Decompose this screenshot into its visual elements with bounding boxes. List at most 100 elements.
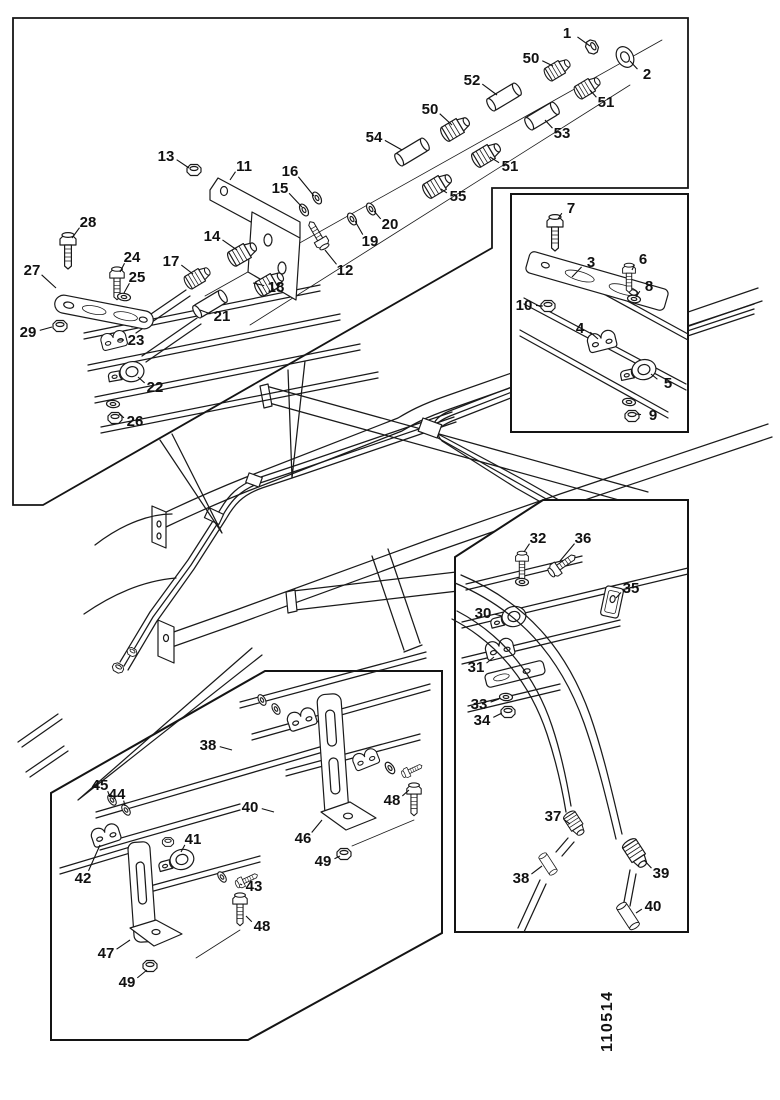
leader-line-11 [229,171,236,181]
callout-47: 47 [98,945,115,962]
callout-37: 37 [545,808,562,825]
leader-line-49 [136,969,148,979]
callout-22: 22 [147,379,164,396]
part-nut-49b [142,959,158,973]
callout-51: 51 [502,158,519,175]
leader-line-55 [440,188,448,194]
part-bracket-46 [316,693,350,819]
callout-2: 2 [643,66,651,83]
leader-line-21 [199,309,211,315]
callout-9: 9 [649,407,657,424]
callout-32: 32 [530,530,547,547]
callout-28: 28 [80,214,97,231]
part-bracket-11 [209,177,301,301]
leader-line-42 [87,844,101,872]
callout-6: 6 [639,251,647,268]
leader-line-17 [180,264,194,275]
leader-line-5 [650,373,658,380]
callout-52: 52 [464,72,481,89]
callout-23: 23 [128,332,145,349]
callout-17: 17 [163,253,180,270]
callout-48: 48 [384,792,401,809]
leader-line-27 [41,274,57,289]
leader-line-53 [544,119,553,129]
callout-36: 36 [575,530,592,547]
callout-50: 50 [422,101,439,118]
callout-38: 38 [513,870,530,887]
top-assembly-box [12,17,689,506]
callout-14: 14 [204,228,221,245]
leader-line-4 [589,331,599,340]
leader-line-16 [297,176,315,197]
leader-line-34 [493,712,503,718]
leader-line-52 [481,83,498,96]
callout-15: 15 [272,180,289,197]
callout-39: 39 [653,865,670,882]
callout-13: 13 [158,148,175,165]
part-nut-34 [500,705,516,719]
callout-35: 35 [623,580,640,597]
leader-line-31 [486,656,495,664]
leader-line-35 [615,592,622,599]
leader-line-40 [261,808,275,813]
leader-line-29 [39,326,53,331]
callout-44: 44 [109,786,126,803]
callout-4: 4 [576,320,585,337]
leader-line-50 [542,60,554,67]
callout-3: 3 [587,254,595,271]
callout-46: 46 [295,830,312,847]
leader-line-25 [123,282,130,294]
callout-16: 16 [282,163,299,180]
leader-line-47 [116,939,131,950]
part-nut-49 [336,847,352,861]
leader-line-1 [577,36,591,47]
callout-19: 19 [362,233,379,250]
callout-7: 7 [567,200,575,217]
leader-line-48 [401,789,410,797]
leader-line-45 [107,790,111,798]
callout-29: 29 [20,324,37,341]
leader-line-49 [334,855,341,860]
leader-line-8 [635,290,641,298]
pointer-wedges [77,360,306,801]
leader-line-12 [324,249,337,265]
leader-line-48 [245,915,253,923]
leader-line-37 [563,818,571,825]
leader-line-26 [118,413,125,419]
leader-line-20 [373,210,382,220]
part-link-plate-27 [54,294,154,330]
leader-line-41 [180,844,186,853]
callout-25: 25 [129,269,146,286]
leader-line-14 [222,239,238,251]
callout-43: 43 [246,878,263,895]
leader-line-6 [631,264,636,271]
part-washer-26 [105,399,121,409]
callout-49: 49 [119,974,136,991]
callout-27: 27 [24,262,41,279]
callout-12: 12 [337,262,354,279]
leader-line-13 [176,159,190,169]
part-washer-33 [498,692,514,702]
leader-line-44 [123,800,126,807]
callout-5: 5 [664,375,672,392]
callout-34: 34 [474,712,491,729]
callout-54: 54 [366,129,383,146]
part-nut-29 [52,319,68,333]
inset-box-bottom-right [451,499,689,933]
callout-24: 24 [124,249,141,266]
tube-end-fitting [110,660,126,676]
callout-10: 10 [516,297,533,314]
leader-line-10 [535,304,544,307]
part-washer-32 [514,577,530,587]
part-nut-10 [540,299,556,313]
leader-line-51 [589,89,597,98]
leader-line-18 [252,282,265,287]
leader-line-7 [557,212,563,220]
leader-line-30 [494,613,503,617]
callout-30: 30 [475,605,492,622]
callout-40: 40 [242,799,259,816]
leader-line-38 [531,865,543,875]
callout-40: 40 [645,898,662,915]
leader-line-2 [629,60,638,70]
